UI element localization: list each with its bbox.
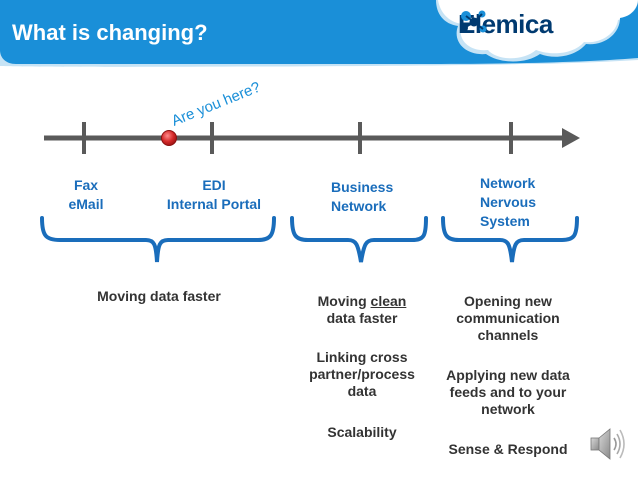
slide-title: What is changing?: [12, 20, 208, 45]
group-3-item-channels: Opening new communication channels: [456, 293, 560, 343]
current-position-marker: [161, 130, 177, 146]
group-2-item-scalability: Scalability: [327, 424, 397, 440]
text-suffix: data faster: [326, 310, 398, 326]
stage-label-line: Network: [480, 175, 536, 191]
brace-group-3: [441, 216, 579, 263]
brace-group-1: [40, 216, 276, 263]
group-3-item-data-feeds: Applying new data feeds and to your netw…: [446, 367, 570, 417]
text-prefix: Moving: [317, 293, 371, 309]
speaker-icon[interactable]: [588, 424, 628, 464]
stage-label-line: Business: [331, 179, 394, 195]
emphasis-clean: clean: [370, 293, 407, 309]
stage-label-line: Fax: [73, 177, 99, 193]
stage-label-line: Network: [331, 198, 387, 214]
timeline-arrowhead: [562, 128, 580, 148]
stage-label-line: System: [480, 213, 530, 229]
stage-label-line: Internal Portal: [166, 196, 262, 212]
header-banner: What is changing? Elemica: [0, 0, 638, 74]
stage-label-fax-email: Fax eMail: [56, 176, 116, 214]
group-3-item-sense-respond: Sense & Respond: [448, 441, 568, 457]
stage-label-line: EDI: [202, 177, 226, 193]
stage-label-edi-portal: EDI Internal Portal: [156, 176, 272, 214]
group-2-item-clean: Moving clean data faster: [303, 293, 421, 327]
header-shape: [0, 0, 638, 74]
company-logo: Elemica: [458, 8, 553, 40]
are-you-here-text: Are you here?: [169, 79, 263, 130]
stage-label-line: eMail: [68, 196, 104, 212]
stage-label-line: Nervous: [480, 194, 537, 210]
group-1-item: Moving data faster: [97, 288, 221, 304]
group-2-item-linking: Linking cross partner/process data: [309, 349, 415, 399]
stage-label-business-network: Business Network: [331, 178, 411, 216]
brace-group-2: [290, 216, 428, 263]
elemica-logo-icon: [460, 10, 487, 33]
stage-label-network-nervous-system: Network Nervous System: [480, 174, 570, 231]
